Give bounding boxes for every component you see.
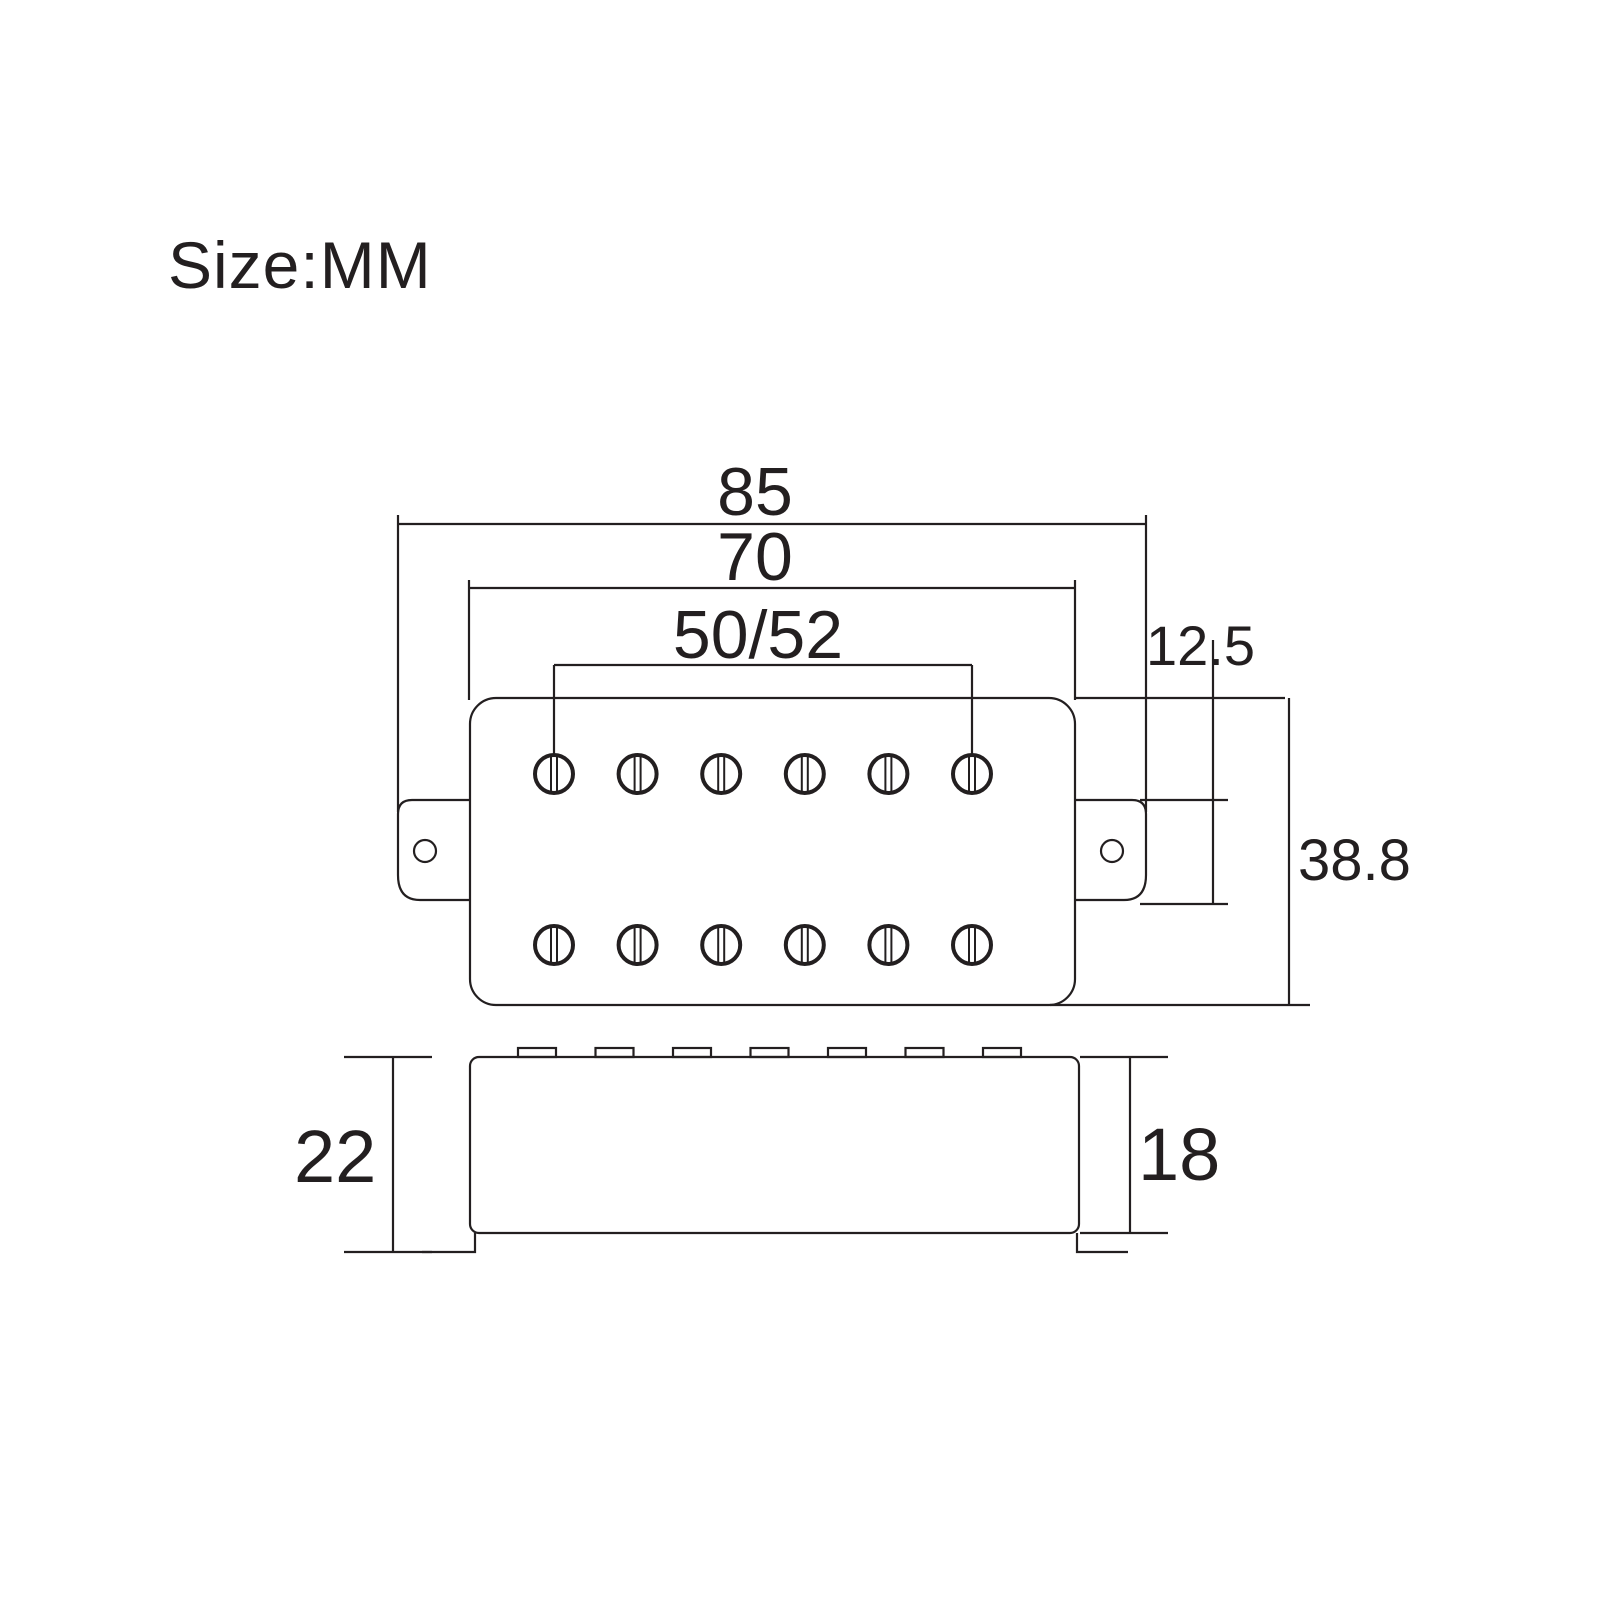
pole-screw-head-side [594,1046,635,1059]
size-unit-title: Size:MM [168,228,432,302]
dim-label-85: 85 [717,454,793,530]
dim-label-12-5: 12.5 [1146,614,1255,677]
pole-piece [867,753,910,795]
pole-screw-head-side [904,1046,945,1059]
pole-piece [533,753,575,795]
dim-label-50-52: 50/52 [673,597,843,673]
pickup-cover-side [468,1055,1081,1235]
pole-piece [951,924,993,966]
mounting-tab [1075,1233,1128,1254]
pole-piece [867,924,910,966]
pole-piece [783,924,826,966]
dim-label-70: 70 [717,519,793,595]
dim-label-22: 22 [294,1115,376,1198]
pole-piece [700,753,743,795]
mounting-hole [1099,838,1125,864]
pole-piece [783,753,826,795]
pole-piece [533,924,575,966]
pole-piece [616,924,659,966]
pole-piece [700,924,743,966]
dim-label-18: 18 [1138,1113,1220,1196]
dim-label-38-8: 38.8 [1298,828,1411,893]
pole-screw-head-side [749,1046,790,1059]
mounting-flange [396,798,470,902]
pole-screw-head-side [671,1046,713,1059]
mounting-tab [422,1233,477,1254]
pole-piece [951,753,993,795]
pole-screw-head-side [981,1046,1023,1059]
pole-screw-head-side [826,1046,868,1059]
pole-piece [616,753,659,795]
pole-screw-head-side [516,1046,558,1059]
mounting-hole [412,838,438,864]
mounting-flange [1075,798,1148,902]
